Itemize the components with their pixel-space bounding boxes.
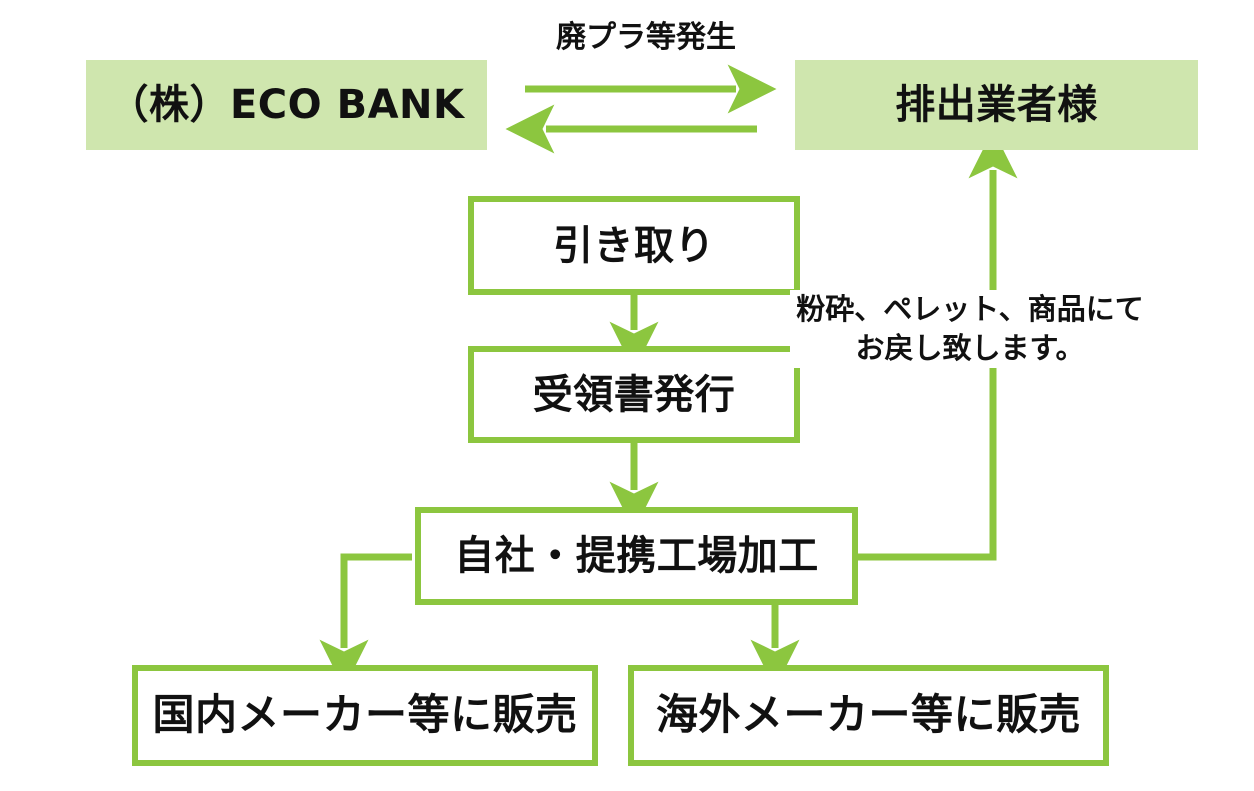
node-domestic-sale-label: 国内メーカー等に販売 [152,690,578,740]
edge-label-waste-generation: 廃プラ等発生 [556,20,736,55]
node-eco-bank[interactable]: （株）ECO BANK [86,60,487,150]
edge-label-return-note: 粉砕、ペレット、商品にて お戻し致します。 [790,290,1150,369]
node-domestic-sale[interactable]: 国内メーカー等に販売 [132,665,598,766]
node-overseas-sale[interactable]: 海外メーカー等に販売 [628,665,1109,766]
node-factory-label: 自社・提携工場加工 [454,533,819,579]
arrow-factory-to-domestic-sale [319,553,412,689]
node-pickup-label: 引き取り [553,222,715,269]
node-factory[interactable]: 自社・提携工場加工 [415,507,858,605]
node-emitter-label: 排出業者様 [895,82,1098,128]
node-receipt[interactable]: 受領書発行 [468,346,800,443]
node-eco-bank-label: （株）ECO BANK [108,82,465,128]
node-overseas-sale-label: 海外メーカー等に販売 [655,690,1081,740]
node-pickup[interactable]: 引き取り [468,196,800,295]
node-receipt-label: 受領書発行 [532,371,736,418]
node-emitter[interactable]: 排出業者様 [795,60,1198,150]
